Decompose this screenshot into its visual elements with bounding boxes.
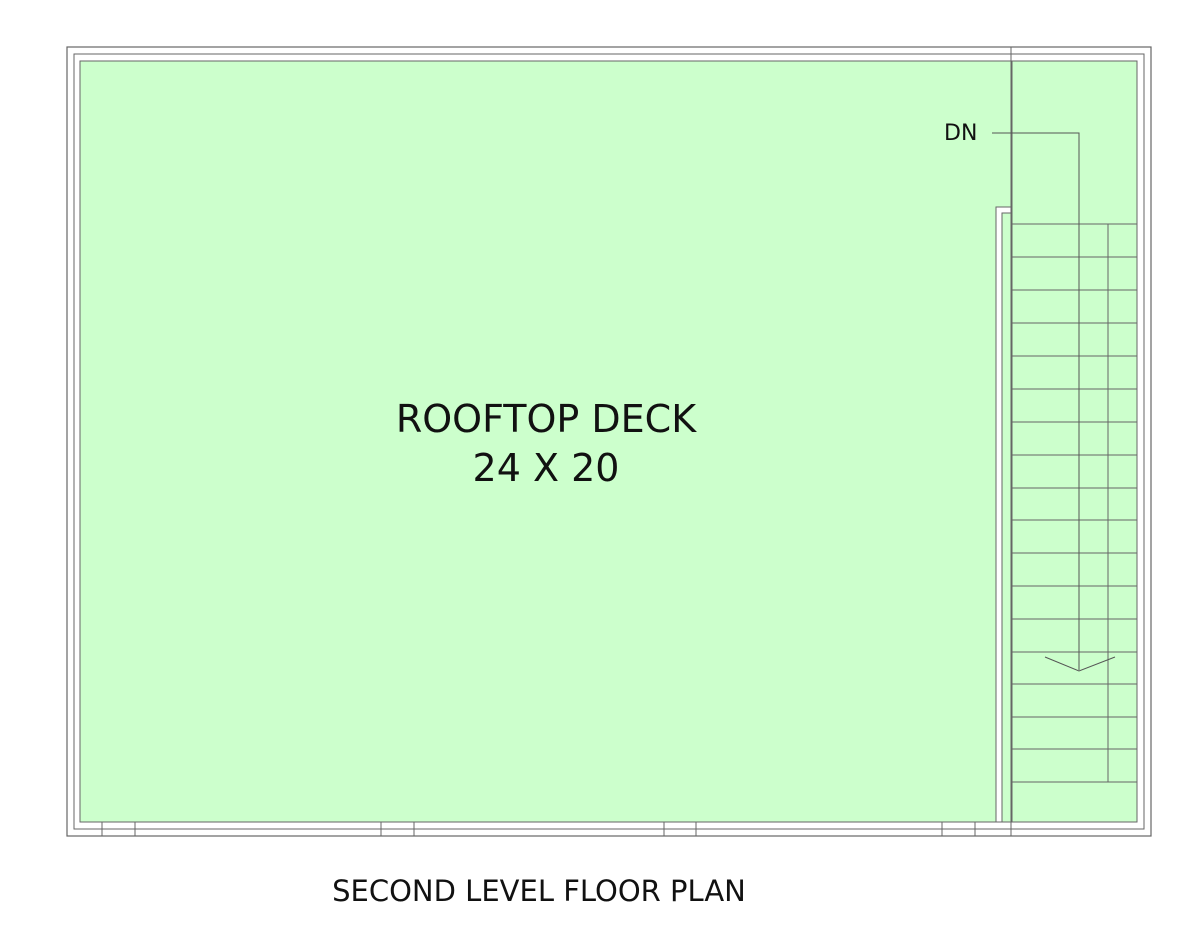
stair-treads <box>1012 223 1137 783</box>
stair-direction-label: DN <box>944 121 977 146</box>
stair-guard-wall-infill <box>1001 212 1012 823</box>
plan-title: SECOND LEVEL FLOOR PLAN <box>332 874 746 908</box>
stair-area <box>1011 60 1138 823</box>
room-dimensions-label: 24 X 20 <box>473 446 620 490</box>
stair-direction-arrow <box>992 132 1080 670</box>
arrow-head-icon <box>1044 656 1116 672</box>
inner-wall-outline <box>73 53 1145 830</box>
rooftop-deck-area <box>79 60 1012 823</box>
bottom-wall-openings <box>101 822 976 836</box>
room-name-label: ROOFTOP DECK <box>396 397 697 441</box>
